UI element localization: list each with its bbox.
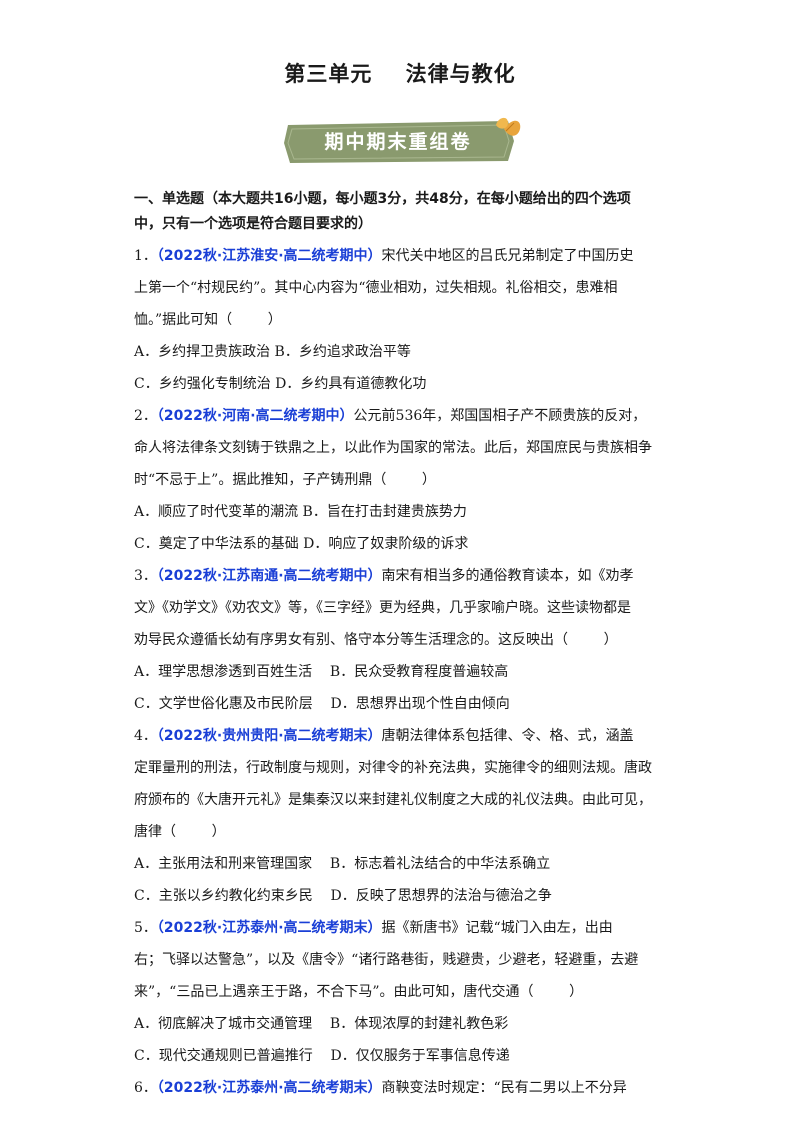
page-title: 第三单元 法律与教化 — [284, 62, 516, 86]
question-source: （2022秋·江苏南通·高二统考期中） — [156, 568, 382, 584]
section-heading-line-1: 一、单选题（本大题共16小题，每小题3分，共48分，在每小题给出的四个选项 — [134, 191, 631, 207]
question-number: 6． — [134, 1080, 157, 1096]
question-6-line-1: 6．（2022秋·江苏泰州·高二统考期末）商鞅变法时规定：“民有二男以上不分异 — [134, 1076, 666, 1101]
question-3-line-3: 劝导民众遵循长幼有序男女有别、恪守本分等生活理念的。这反映出（ ） — [134, 632, 618, 648]
leaf-icon — [496, 117, 521, 136]
question-3-line-2: 文》《劝学文》《劝农文》等，《三字经》更为经典，几乎家喻户晓。这些读物都是 — [134, 600, 631, 616]
question-1-line-3: 恤。”据此可知（ ） — [134, 312, 282, 328]
question-2-options-ab: A．顺应了时代变革的潮流 B．旨在打击封建贵族势力 — [134, 504, 467, 520]
question-5-line-1: 5．（2022秋·江苏泰州·高二统考期末）据《新唐书》记载“城门入由左，出由 — [134, 916, 666, 941]
question-1-line-2: 上第一个“村规民约”。其中心内容为“德业相劝，过失相规。礼俗相交，患难相 — [134, 280, 618, 296]
question-number: 1． — [134, 248, 157, 264]
question-3-line-1: 3．（2022秋·江苏南通·高二统考期中）南宋有相当多的通俗教育读本，如《劝孝 — [134, 564, 666, 589]
question-text: 唐朝法律体系包括律、令、格、式，涵盖 — [381, 728, 634, 744]
question-number: 3． — [134, 568, 157, 584]
question-4-options-ab: A．主张用法和刑来管理国家 B．标志着礼法结合的中华法系确立 — [134, 856, 551, 872]
banner-label: 期中期末重组卷 — [324, 131, 472, 153]
question-source: （2022秋·江苏淮安·高二统考期中） — [156, 248, 382, 264]
question-2-line-2: 命人将法律条文刻铸于铁鼎之上，以此作为国家的常法。此后，郑国庶民与贵族相争 — [134, 440, 652, 456]
question-1-options-cd: C．乡约强化专制统治 D．乡约具有道德教化功 — [134, 376, 427, 392]
question-source: （2022秋·贵州贵阳·高二统考期末） — [156, 728, 382, 744]
question-4-line-4: 唐律（ ） — [134, 824, 226, 840]
question-number: 5． — [134, 920, 157, 936]
question-source: （2022秋·河南·高二统考期中） — [156, 408, 354, 424]
question-2-options-cd: C．奠定了中华法系的基础 D．响应了奴隶阶级的诉求 — [134, 536, 469, 552]
question-text: 宋代关中地区的吕氏兄弟制定了中国历史 — [381, 248, 634, 264]
question-5-options-ab: A．彻底解决了城市交通管理 B．体现浓厚的封建礼教色彩 — [134, 1016, 509, 1032]
question-1-options-ab: A．乡约捍卫贵族政治 B．乡约追求政治平等 — [134, 344, 411, 360]
banner-background — [284, 117, 521, 163]
question-text: 公元前536年，郑国国相子产不顾贵族的反对， — [353, 408, 647, 424]
question-text: 据《新唐书》记载“城门入由左，出由 — [381, 920, 613, 936]
question-number: 4． — [134, 728, 157, 744]
exam-banner: 期中期末重组卷 — [282, 115, 522, 167]
section-heading-line-2: 中，只有一个选项是符合题目要求的） — [134, 216, 372, 232]
question-section: 一、单选题（本大题共16小题，每小题3分，共48分，在每小题给出的四个选项 中，… — [134, 187, 666, 1101]
question-5-line-3: 来”，“三品已上遇亲王于路，不合下马”。由此可知，唐代交通（ ） — [134, 984, 584, 1000]
question-2-line-3: 时“不忌于上”。据此推知，子产铸刑鼎（ ） — [134, 472, 436, 488]
question-text: 商鞅变法时规定：“民有二男以上不分异 — [381, 1080, 627, 1096]
question-1-line-1: 1．（2022秋·江苏淮安·高二统考期中）宋代关中地区的吕氏兄弟制定了中国历史 — [134, 244, 666, 269]
question-number: 2． — [134, 408, 157, 424]
question-4-line-2: 定罪量刑的刑法，行政制度与规则，对律令的补充法典，实施律令的细则法规。唐政 — [134, 760, 652, 776]
question-4-line-3: 府颁布的《大唐开元礼》是集秦汉以来封建礼仪制度之大成的礼仪法典。由此可见， — [134, 792, 652, 808]
question-source: （2022秋·江苏泰州·高二统考期末） — [156, 920, 382, 936]
question-4-options-cd: C．主张以乡约教化约束乡民 D．反映了思想界的法治与德治之争 — [134, 888, 552, 904]
question-4-line-1: 4．（2022秋·贵州贵阳·高二统考期末）唐朝法律体系包括律、令、格、式，涵盖 — [134, 724, 666, 749]
question-5-line-2: 右；飞驿以达警急”，以及《唐令》“诸行路巷街，贱避贵，少避老，轻避重，去避 — [134, 952, 639, 968]
question-5-options-cd: C．现代交通规则已普遍推行 D．仅仅服务于军事信息传递 — [134, 1048, 510, 1064]
question-text: 南宋有相当多的通俗教育读本，如《劝孝 — [381, 568, 634, 584]
question-source: （2022秋·江苏泰州·高二统考期末） — [156, 1080, 382, 1096]
question-2-line-1: 2．（2022秋·河南·高二统考期中）公元前536年，郑国国相子产不顾贵族的反对… — [134, 404, 666, 429]
question-3-options-ab: A．理学思想渗透到百姓生活 B．民众受教育程度普遍较高 — [134, 664, 509, 680]
question-3-options-cd: C．文学世俗化惠及市民阶层 D．思想界出现个性自由倾向 — [134, 696, 510, 712]
